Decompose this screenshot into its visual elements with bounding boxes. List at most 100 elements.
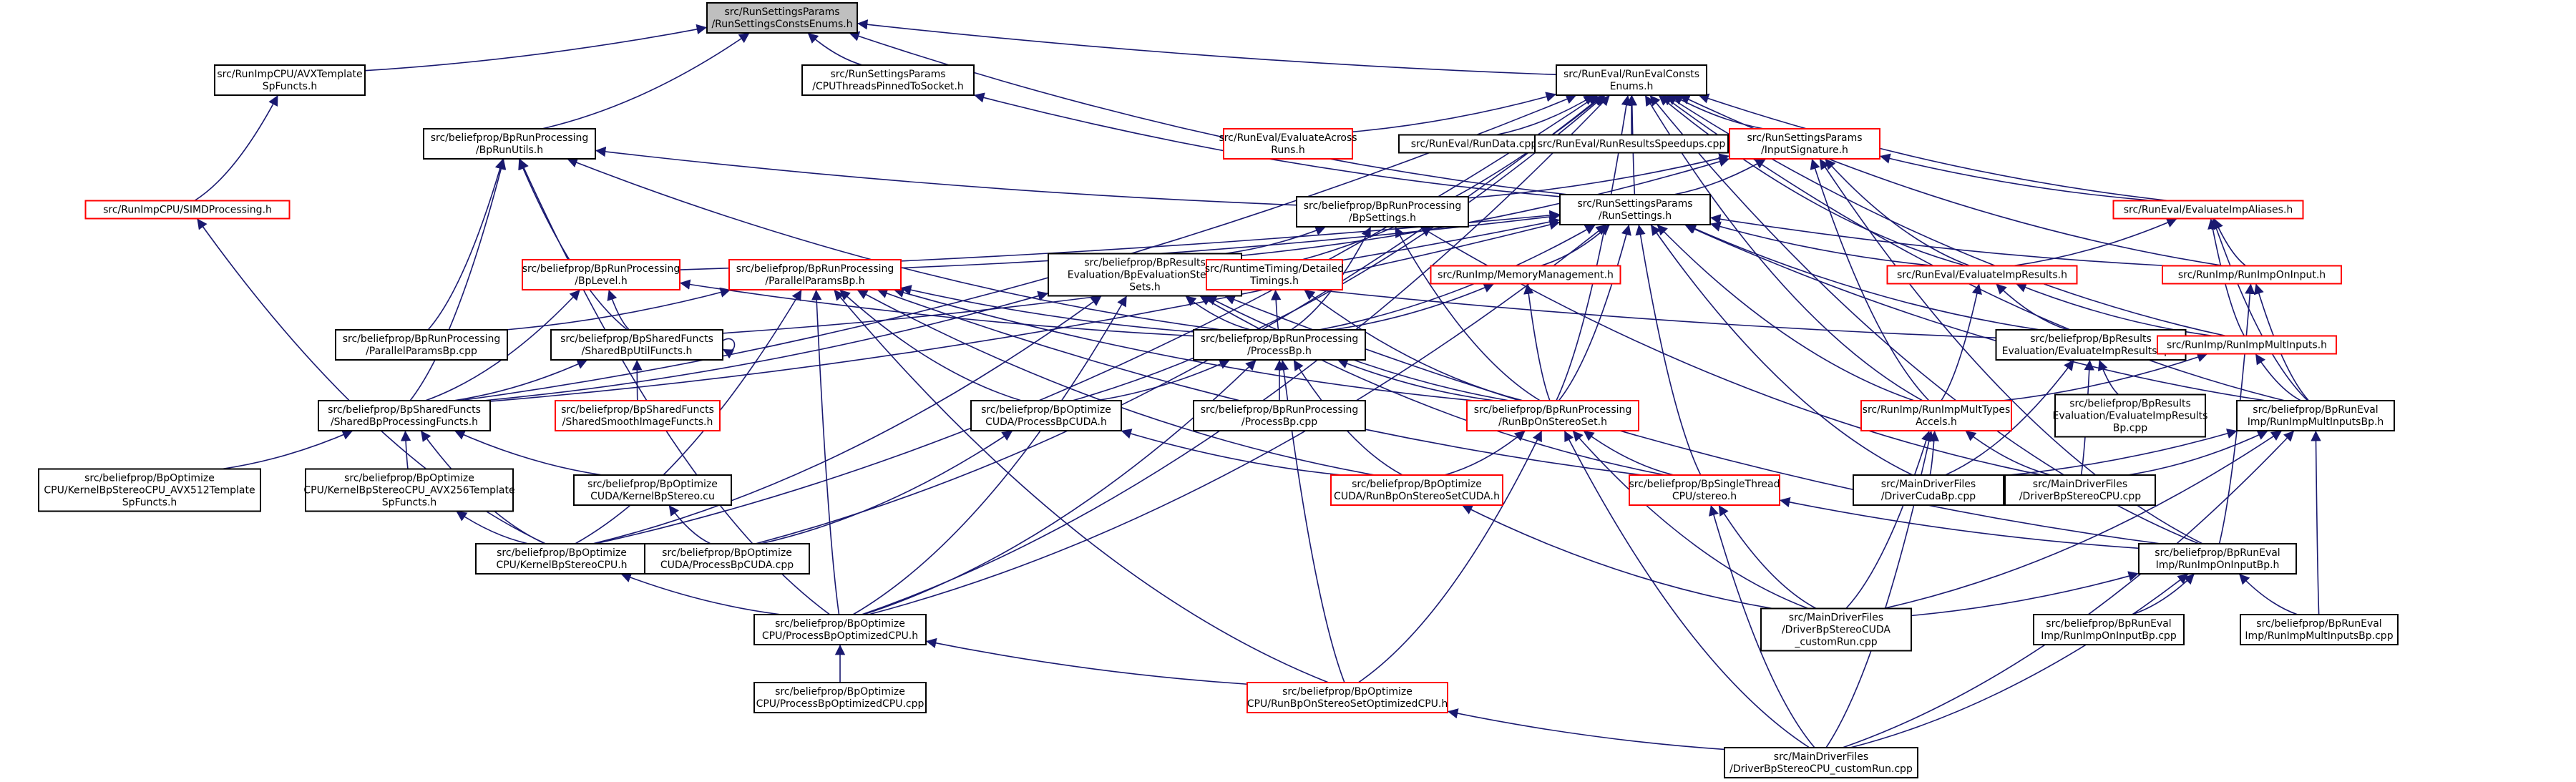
- node-label: src/RunImp/RunImpMultInputs.h: [2167, 340, 2327, 351]
- graph-node-kavx512[interactable]: src/beliefprop/BpOptimizeCPU/KernelBpSte…: [38, 468, 261, 512]
- node-label: Imp/RunImpMultInputsBp.h: [2248, 416, 2384, 428]
- graph-node-runbponstereo[interactable]: src/beliefprop/BpRunProcessing/RunBpOnSt…: [1466, 400, 1639, 431]
- graph-node-kernelcpuh[interactable]: src/beliefprop/BpOptimizeCPU/KernelBpSte…: [475, 543, 648, 575]
- graph-node-runimponinput[interactable]: src/RunImp/RunImpOnInput.h: [2162, 265, 2342, 285]
- node-label: /RunSettings.h: [1599, 210, 1672, 222]
- graph-node-drivercudarun[interactable]: src/MainDriverFiles/DriverBpStereoCUDA_c…: [1760, 607, 1912, 652]
- graph-node-parallelcpp[interactable]: src/beliefprop/BpRunProcessing/ParallelP…: [335, 329, 508, 361]
- graph-node-sharedbpproc[interactable]: src/beliefprop/BpSharedFuncts/SharedBpPr…: [318, 400, 491, 431]
- graph-node-processoptcpu[interactable]: src/beliefprop/BpOptimizeCPU/ProcessBpOp…: [753, 614, 927, 645]
- graph-node-rundata[interactable]: src/RunEval/RunData.cpp: [1398, 134, 1550, 154]
- node-label: src/beliefprop/BpRunProcessing: [431, 132, 589, 144]
- node-box: [801, 64, 975, 96]
- node-label: src/RunImp/RunImpMultTypes: [1863, 404, 2011, 416]
- edge-runimponinput-to-runevalconsts: [1679, 94, 2224, 267]
- node-label: /DriverCudaBp.cpp: [1881, 491, 1976, 502]
- graph-node-runimponinputbpcpp[interactable]: src/beliefprop/BpRunEvalImp/RunImpOnInpu…: [2033, 614, 2185, 645]
- edge-drivercuda-to-runimpmultbp: [2003, 429, 2238, 476]
- node-box: [2033, 614, 2185, 645]
- edge-processcudacpp-to-processcudah: [760, 430, 1013, 544]
- node-label: src/beliefprop/BpOptimize: [775, 618, 905, 630]
- edge-sharedbpproc-to-bprunutils: [409, 158, 507, 401]
- graph-node-parallelparams[interactable]: src/beliefprop/BpRunProcessing/ParallelP…: [728, 259, 902, 290]
- edge-bpevalstereo-to-bpsettings: [1224, 225, 1327, 255]
- edge-bputil-to-bputil: [722, 338, 736, 359]
- graph-node-runimpmultinputs[interactable]: src/RunImp/RunImpMultInputs.h: [2157, 335, 2337, 355]
- node-box: [2004, 474, 2156, 506]
- edge-bpevalstereo-to-inputsig: [1241, 157, 1730, 257]
- edge-kavx256-to-sharedbpproc: [400, 430, 411, 469]
- graph-node-runsettings[interactable]: src/RunSettingsParams/RunSettings.h: [1559, 194, 1711, 225]
- graph-node-kavx256[interactable]: src/beliefprop/BpOptimizeCPU/KernelBpSte…: [303, 468, 515, 512]
- graph-node-driverstereocpu[interactable]: src/MainDriverFiles/DriverBpStereoCPU.cp…: [2004, 474, 2156, 506]
- node-label: src/beliefprop/BpSharedFuncts: [560, 333, 713, 345]
- node-box: [214, 64, 366, 96]
- edge-runbpcuda-to-processbp: [1293, 359, 1403, 476]
- graph-node-runimpmultbp[interactable]: src/beliefprop/BpRunEvalImp/RunImpMultIn…: [2236, 400, 2395, 431]
- node-box: [970, 400, 1122, 431]
- node-label: src/RuntimeTiming/Detailed: [1205, 263, 1344, 275]
- graph-node-cputhreads[interactable]: src/RunSettingsParams/CPUThreadsPinnedTo…: [801, 64, 975, 96]
- graph-node-speedups[interactable]: src/RunEval/RunResultsSpeedups.cpp: [1534, 134, 1729, 154]
- edge-runbponstereo-to-timing: [1303, 289, 1523, 401]
- node-box: [1760, 607, 1912, 652]
- graph-node-runimponinputbp[interactable]: src/beliefprop/BpRunEvalImp/RunImpOnInpu…: [2138, 543, 2297, 575]
- graph-node-processbp[interactable]: src/beliefprop/BpRunProcessing/ProcessBp…: [1193, 329, 1366, 361]
- graph-node-processcudah[interactable]: src/beliefprop/BpOptimizeCUDA/ProcessBpC…: [970, 400, 1122, 431]
- graph-node-processbpcpp[interactable]: src/beliefprop/BpRunProcessing/ProcessBp…: [1193, 400, 1366, 431]
- graph-node-bplevel[interactable]: src/beliefprop/BpRunProcessing/BpLevel.h: [522, 259, 680, 290]
- graph-node-inputsig[interactable]: src/RunSettingsParams/InputSignature.h: [1729, 128, 1880, 160]
- graph-node-kernelcu[interactable]: src/beliefprop/BpOptimizeCUDA/KernelBpSt…: [573, 474, 732, 506]
- node-label: src/beliefprop/BpOptimize: [981, 404, 1111, 416]
- graph-node-bpevalimpres[interactable]: src/beliefprop/BpResultsEvaluation/Evalu…: [1995, 329, 2187, 361]
- node-box: [1296, 196, 1469, 228]
- edge-sharedbpproc-to-runsettings: [489, 220, 1561, 402]
- edge-sharedbpproc-to-bputil: [453, 359, 588, 401]
- edge-kernelcpuh-to-kavx256: [456, 510, 529, 544]
- graph-node-drivercuda[interactable]: src/MainDriverFiles/DriverCudaBp.cpp: [1853, 474, 2004, 506]
- graph-node-runbpcuda[interactable]: src/beliefprop/BpOptimizeCUDA/RunBpOnSte…: [1330, 474, 1503, 506]
- edge-processoptcpu-to-kernelcpuh: [620, 572, 781, 615]
- edge-runbponstereo-to-processbp: [1337, 358, 1496, 401]
- edge-processoptcpu-to-bpevalstereo: [852, 295, 1128, 615]
- edge-runimpmultinputs-to-evalimpaliases: [2207, 218, 2245, 336]
- edge-processbp-to-memmgmt: [1332, 283, 1495, 331]
- edge-runbpcuda-to-parallelparams: [857, 289, 1375, 476]
- graph-node-evalimpresults[interactable]: src/RunEval/EvaluateImpResults.h: [1886, 265, 2078, 285]
- edge-sharedbpproc-to-bpevalstereo: [483, 290, 1049, 401]
- graph-node-processoptcpucpp[interactable]: src/beliefprop/BpOptimizeCPU/ProcessBpOp…: [753, 682, 927, 713]
- graph-node-bprunutils[interactable]: src/beliefprop/BpRunProcessing/BpRunUtil…: [423, 128, 596, 160]
- node-label: src/beliefprop/BpRunProcessing: [343, 333, 501, 345]
- node-label: /BpRunUtils.h: [476, 145, 543, 156]
- edge-singlethread-to-runsettings: [1635, 224, 1702, 476]
- node-label: Timings.h: [1249, 275, 1299, 287]
- graph-node-simd[interactable]: src/RunImpCPU/SIMDProcessing.h: [84, 200, 291, 220]
- graph-node-drivercpurun[interactable]: src/MainDriverFiles/DriverBpStereoCPU_cu…: [1724, 747, 1918, 778]
- node-label: /InputSignature.h: [1761, 145, 1848, 156]
- graph-node-memmgmt[interactable]: src/RunImp/MemoryManagement.h: [1430, 265, 1621, 285]
- graph-node-bpsettings[interactable]: src/beliefprop/BpRunProcessing/BpSetting…: [1296, 196, 1469, 228]
- graph-node-evalimpresbpcpp[interactable]: src/beliefprop/BpResultsEvaluation/Evalu…: [2053, 394, 2208, 438]
- node-box: [2162, 265, 2342, 285]
- node-label: src/beliefprop/BpRunProcessing: [1304, 200, 1462, 212]
- node-label: SpFuncts.h: [122, 497, 177, 509]
- edge-processbp-to-parallelparams: [900, 285, 1194, 333]
- graph-node-singlethread[interactable]: src/beliefprop/BpSingleThreadCPU/stereo.…: [1629, 474, 1780, 506]
- graph-node-smoothimg[interactable]: src/beliefprop/BpSharedFuncts/SharedSmoo…: [555, 400, 721, 431]
- graph-node-bputil[interactable]: src/beliefprop/BpSharedFuncts/SharedBpUt…: [550, 329, 723, 361]
- graph-node-evalimpaliases[interactable]: src/RunEval/EvaluateImpAliases.h: [2112, 200, 2304, 220]
- edge-evalimpresbpcpp-to-bpevalimpres: [2097, 359, 2119, 396]
- node-label: src/beliefprop/BpOptimize: [775, 686, 905, 698]
- graph-node-processcudacpp[interactable]: src/beliefprop/BpOptimizeCUDA/ProcessBpC…: [644, 543, 810, 575]
- edge-kernelcpuh-to-runevalconsts: [595, 94, 1599, 544]
- graph-node-runimpmultbpcpp[interactable]: src/beliefprop/BpRunEvalImp/RunImpMultIn…: [2240, 614, 2399, 645]
- edge-drivercpurun-to-runbponstereo: [1563, 430, 1810, 748]
- node-box: [475, 543, 648, 575]
- graph-node-root[interactable]: src/RunSettingsParams/RunSettingsConstsE…: [706, 2, 858, 34]
- graph-node-runbpoptcpu[interactable]: src/beliefprop/BpOptimizeCPU/RunBpOnSter…: [1246, 682, 1448, 713]
